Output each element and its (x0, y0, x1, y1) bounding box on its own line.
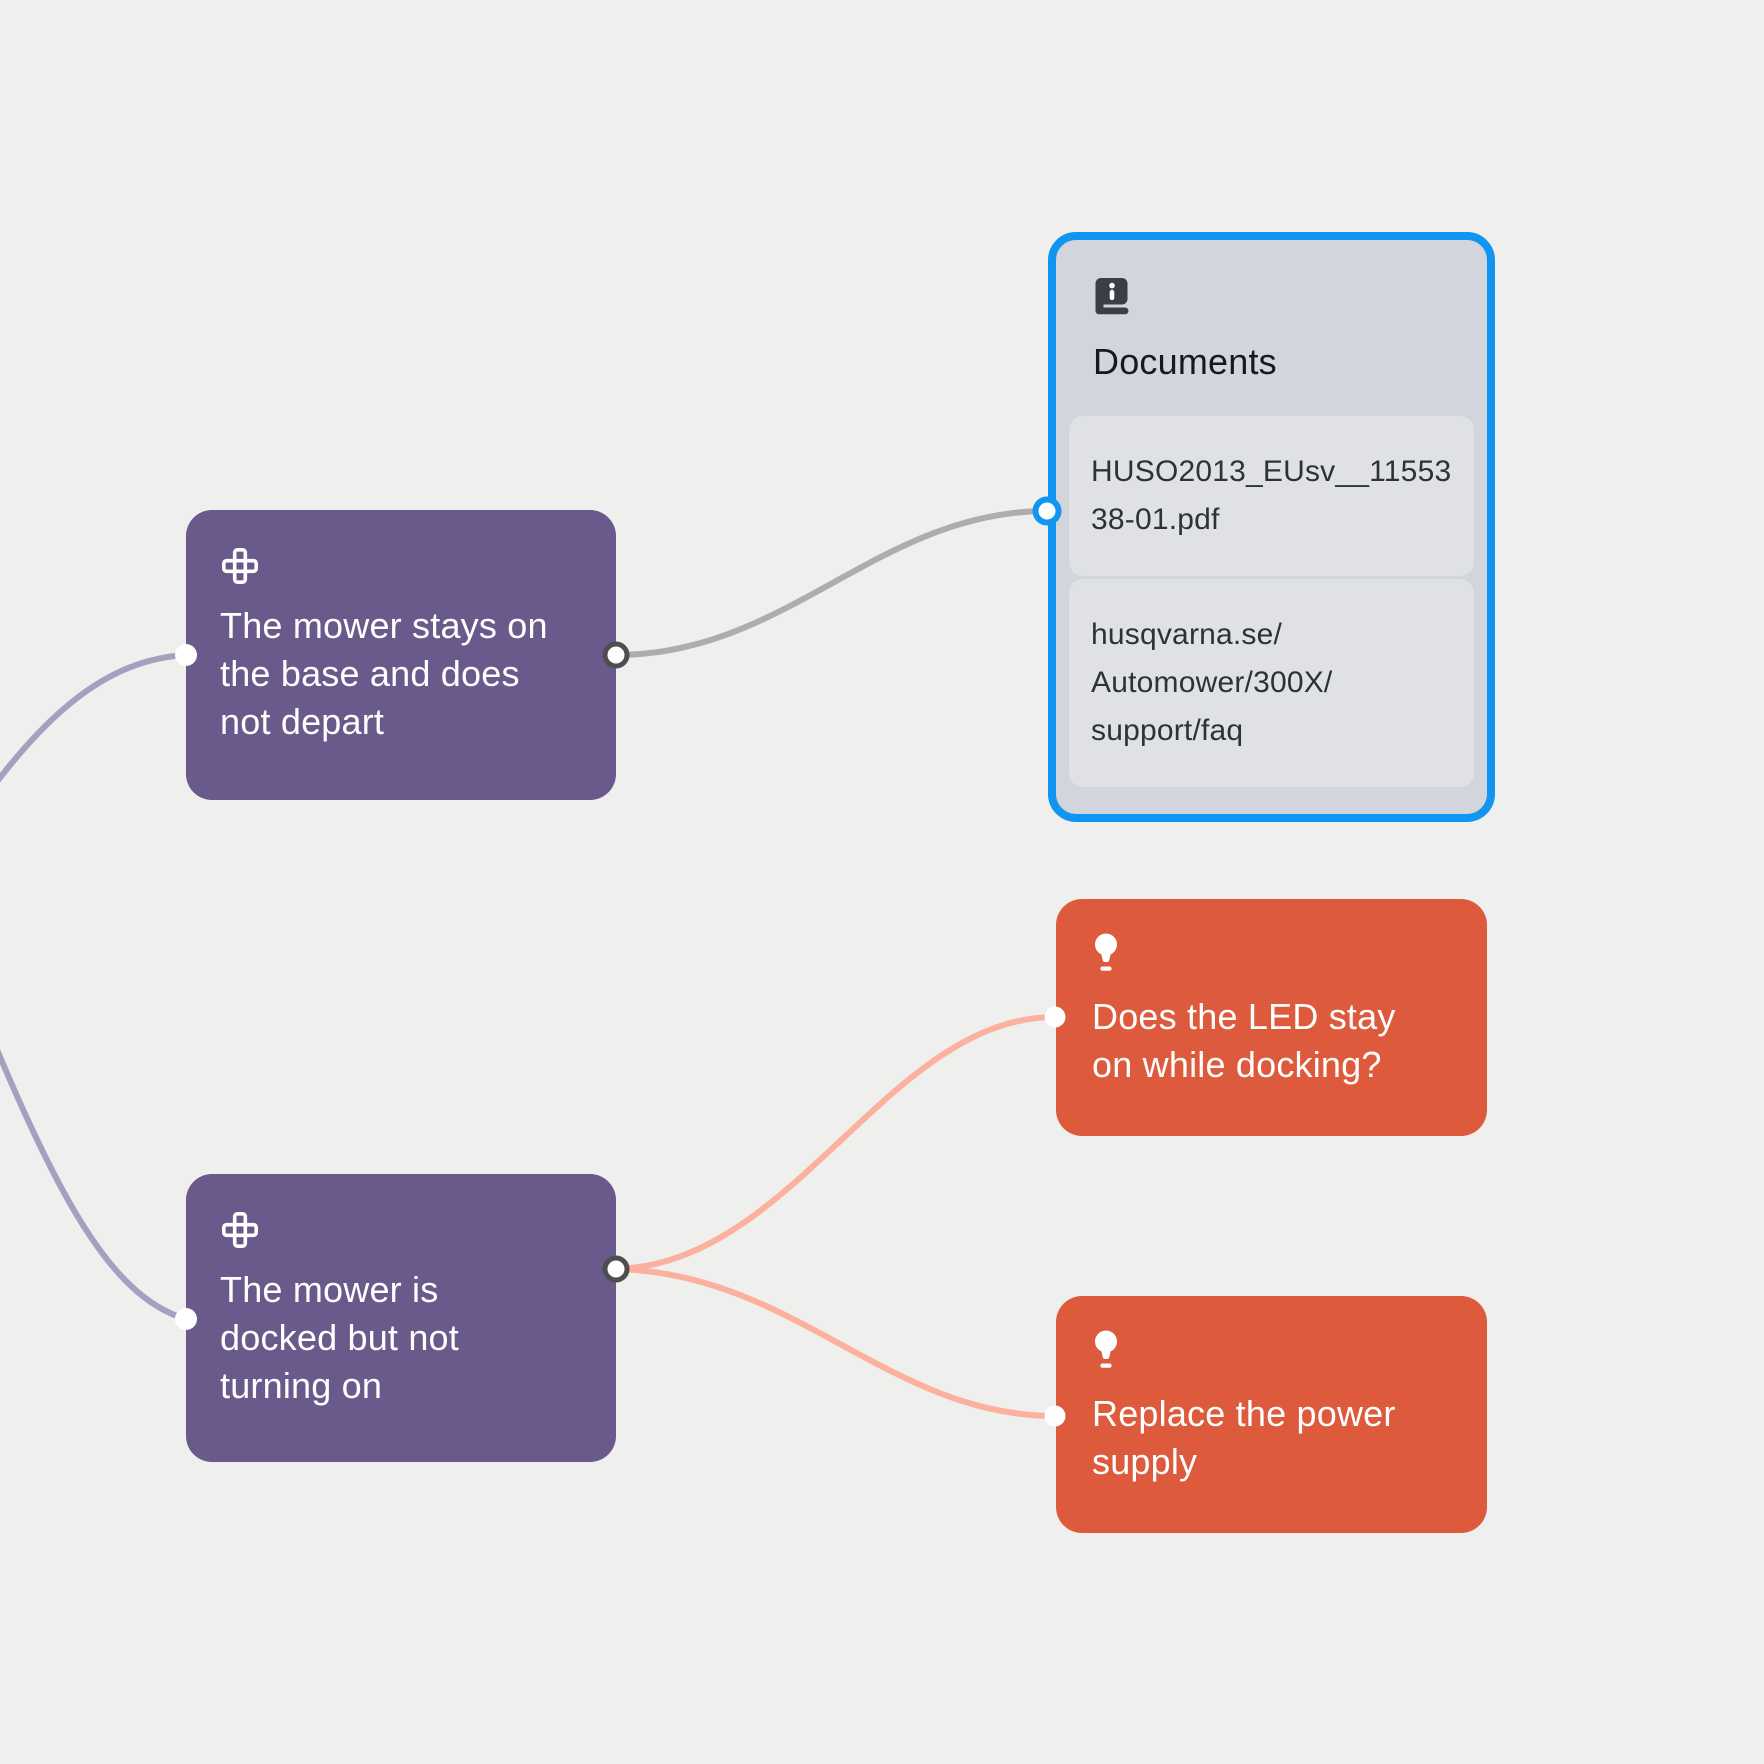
edge-symptom-2-to-suggestion-1[interactable] (613, 1014, 1058, 1272)
documents-item-list: HUSO2013_EUsv__11553 38-01.pdf husqvarna… (1069, 416, 1474, 787)
symptom-node-mower-docked-not-on[interactable]: The mower is docked but not turning on (186, 1174, 616, 1462)
book-info-icon (1095, 278, 1129, 315)
handle-symptom-2-source[interactable] (602, 1255, 630, 1283)
plus-icon (221, 547, 259, 585)
lightbulb-icon (1095, 933, 1117, 971)
document-item-pdf[interactable]: HUSO2013_EUsv__11553 38-01.pdf (1069, 416, 1474, 576)
documents-title: Documents (1093, 341, 1277, 382)
handle-suggestion-2-target[interactable] (1044, 1405, 1066, 1427)
handle-symptom-2-target[interactable] (175, 1308, 197, 1330)
handle-documents-target[interactable] (1032, 496, 1062, 526)
handle-symptom-1-target[interactable] (175, 644, 197, 666)
node-title: The mower is docked but not turning on (220, 1269, 459, 1406)
documents-node[interactable]: Documents HUSO2013_EUsv__11553 38-01.pdf… (1048, 232, 1495, 822)
handle-suggestion-1-target[interactable] (1044, 1006, 1066, 1028)
node-title: The mower stays on the base and does not… (220, 605, 548, 742)
node-title: Does the LED stay on while docking? (1092, 996, 1396, 1085)
plus-icon (221, 1211, 259, 1249)
edge-parent-to-symptom-1[interactable] (0, 652, 189, 880)
edge-symptom-1-to-documents[interactable] (613, 508, 1050, 658)
edge-symptom-2-to-suggestion-2[interactable] (613, 1266, 1058, 1419)
lightbulb-icon (1095, 1330, 1117, 1368)
suggestion-node-replace-power-supply[interactable]: Replace the power supply (1056, 1296, 1487, 1533)
documents-header: Documents (1069, 276, 1474, 384)
symptom-node-mower-stays-on-base[interactable]: The mower stays on the base and does not… (186, 510, 616, 800)
node-title: Replace the power supply (1092, 1393, 1396, 1482)
handle-symptom-1-source[interactable] (602, 641, 630, 669)
document-item-url[interactable]: husqvarna.se/ Automower/300X/ support/fa… (1069, 579, 1474, 787)
edge-parent-to-symptom-2[interactable] (0, 960, 189, 1322)
suggestion-node-led-docking[interactable]: Does the LED stay on while docking? (1056, 899, 1487, 1136)
